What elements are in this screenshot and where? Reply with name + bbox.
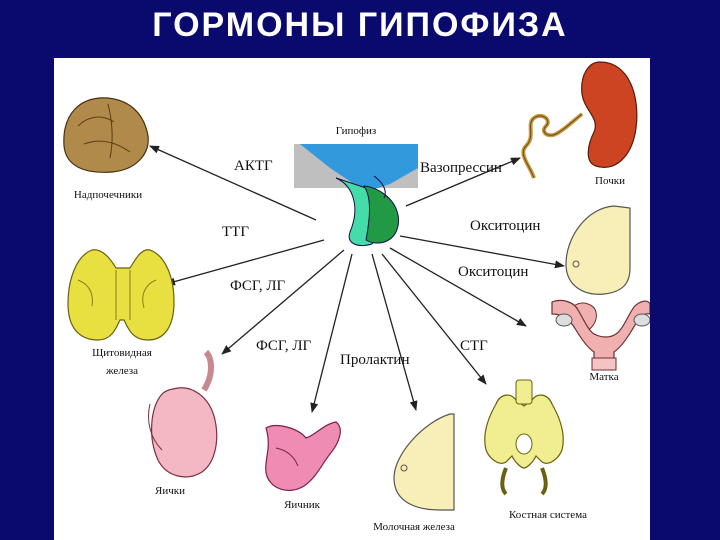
- pituitary-illustration: [294, 144, 418, 246]
- skeleton-label: Костная система: [509, 509, 587, 521]
- arrow-to-adrenals: [149, 145, 317, 221]
- hormone-label-fsg-lg-2: ФСГ, ЛГ: [256, 338, 312, 354]
- ovary-label: Яичник: [284, 499, 321, 511]
- mammary-label: Молочная железа: [373, 521, 455, 533]
- arrow-to-uterus: [389, 247, 527, 327]
- ovary-illustration: [265, 421, 341, 491]
- hormone-label-ttg: ТТГ: [222, 224, 249, 240]
- arrow-to-kidneys: [405, 157, 521, 207]
- page-title: ГОРМОНЫ ГИПОФИЗА: [152, 6, 568, 44]
- hormone-label-oxytocin-2: Окситоцин: [458, 264, 528, 280]
- hormone-label-fsg-lg-1: ФСГ, ЛГ: [230, 278, 286, 294]
- uterus-label: Матка: [589, 371, 618, 383]
- breast-upper-illustration: [565, 205, 631, 295]
- thyroid-label-line1: Щитовидная: [92, 347, 152, 359]
- hormone-label-actg: АКТГ: [234, 158, 273, 174]
- hormone-label-vasopressin: Вазопрессин: [420, 160, 502, 176]
- hormone-label-oxytocin-1: Окситоцин: [470, 218, 540, 234]
- kidneys-label: Почки: [595, 175, 625, 187]
- uterus-illustration: [551, 299, 650, 371]
- pituitary-label: Гипофиз: [336, 125, 377, 137]
- arrow-to-breast-upper: [399, 235, 565, 269]
- thyroid-illustration: [67, 249, 175, 341]
- arrow-to-skeleton: [381, 253, 487, 385]
- mammary-gland-illustration: [393, 413, 455, 511]
- hormone-label-prolactin: Пролактин: [340, 352, 409, 368]
- skeleton-illustration: [484, 379, 564, 496]
- testes-label: Яички: [155, 485, 185, 497]
- testes-illustration: [148, 349, 218, 478]
- adrenal-glands-illustration: [63, 97, 149, 173]
- arrow-to-ovary: [310, 253, 353, 413]
- adrenals-label: Надпочечники: [74, 189, 142, 201]
- thyroid-label-line2: железа: [105, 365, 138, 377]
- pituitary-diagram: Гипофиз Надпочечники Почки Щитовидная же…: [63, 61, 650, 533]
- diagram-panel: Гипофиз Надпочечники Почки Щитовидная же…: [54, 58, 650, 540]
- kidney-illustration: [521, 61, 638, 179]
- arrow-to-mammary: [371, 253, 418, 411]
- hormone-label-stg: СТГ: [460, 338, 488, 354]
- arrow-to-thyroid: [165, 239, 325, 286]
- arrow-to-testes: [221, 249, 345, 355]
